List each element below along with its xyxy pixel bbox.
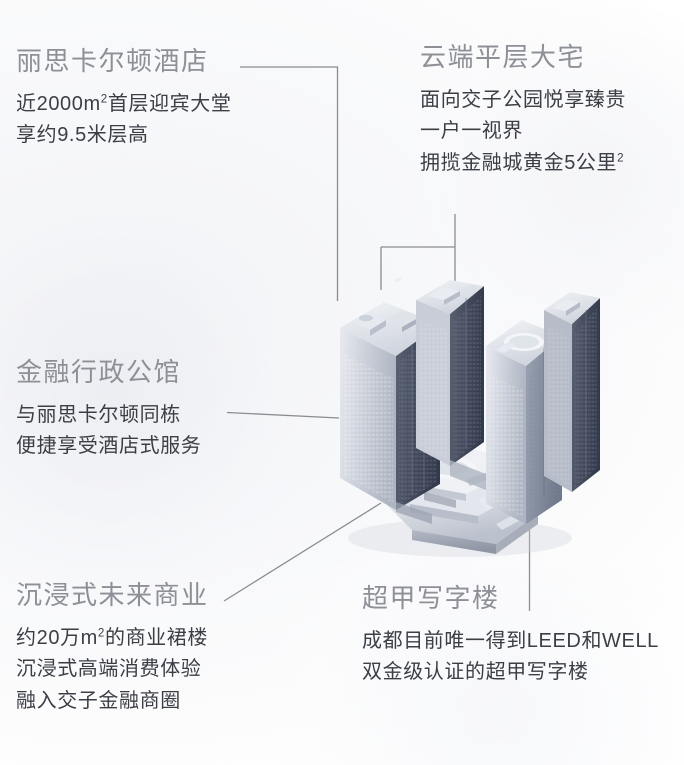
callout-ritz-line-2: 享约9.5米层高 <box>16 124 149 147</box>
superscript: 2 <box>100 92 108 106</box>
callout-commerce-headline: 沉浸式未来商业 <box>16 580 209 610</box>
callout-sky-line-2: 一户一视界 <box>420 120 523 143</box>
callout-sky-headline: 云端平层大宅 <box>420 42 586 72</box>
link-block <box>450 460 486 490</box>
callout-commerce-line-1: 约20万m2的商业裙楼 <box>16 623 209 655</box>
callout-sky-residence: 云端平层大宅 面向交子公园悦享臻贵 一户一视界 拥揽金融城黄金5公里2 <box>420 42 626 179</box>
callout-finance-line-1: 与丽思卡尔顿同栋 <box>16 403 181 426</box>
superscript: 2 <box>97 626 105 640</box>
callout-super-grade-a-office: 超甲写字楼 成都目前唯一得到LEED和WELL 双金级认证的超甲写字楼 <box>362 583 659 689</box>
callout-office-line-2: 双金级认证的超甲写字楼 <box>362 661 589 684</box>
callout-commerce-line-3: 融入交子金融商圈 <box>16 689 181 712</box>
link-block-low <box>396 502 432 524</box>
callout-commerce-line-2: 沉浸式高端消费体验 <box>16 658 202 681</box>
callout-office-headline: 超甲写字楼 <box>362 583 500 613</box>
callout-ritz-headline: 丽思卡尔顿酒店 <box>16 46 209 76</box>
callout-finance-line-2: 便捷享受酒店式服务 <box>16 435 202 458</box>
callout-sky-line-3: 拥揽金融城黄金5公里2 <box>420 148 626 180</box>
callout-ritz-carlton: 丽思卡尔顿酒店 近2000m2首层迎宾大堂 享约9.5米层高 <box>16 46 231 152</box>
callout-finance-headline: 金融行政公馆 <box>16 357 182 387</box>
building-render <box>340 277 600 557</box>
tower-center-left <box>416 280 484 466</box>
line-text: 近2000m <box>16 92 101 115</box>
callout-sky-line-1: 面向交子公园悦享臻贵 <box>420 88 626 111</box>
callout-office-line-1: 成都目前唯一得到LEED和WELL <box>362 629 659 652</box>
superscript: 2 <box>617 151 625 165</box>
line-tail: 的商业裙楼 <box>104 626 208 649</box>
callout-ritz-line-1: 近2000m2首层迎宾大堂 <box>16 89 231 121</box>
callout-immersive-commerce: 沉浸式未来商业 约20万m2的商业裙楼 沉浸式高端消费体验 融入交子金融商圈 <box>16 580 209 717</box>
line-tail: 首层迎宾大堂 <box>107 92 232 115</box>
tower-right-back <box>544 292 600 492</box>
callout-finance-mansion: 金融行政公馆 与丽思卡尔顿同栋 便捷享受酒店式服务 <box>16 357 201 463</box>
line-text: 拥揽金融城黄金5公里 <box>420 151 618 174</box>
line-text: 约20万m <box>16 626 98 649</box>
